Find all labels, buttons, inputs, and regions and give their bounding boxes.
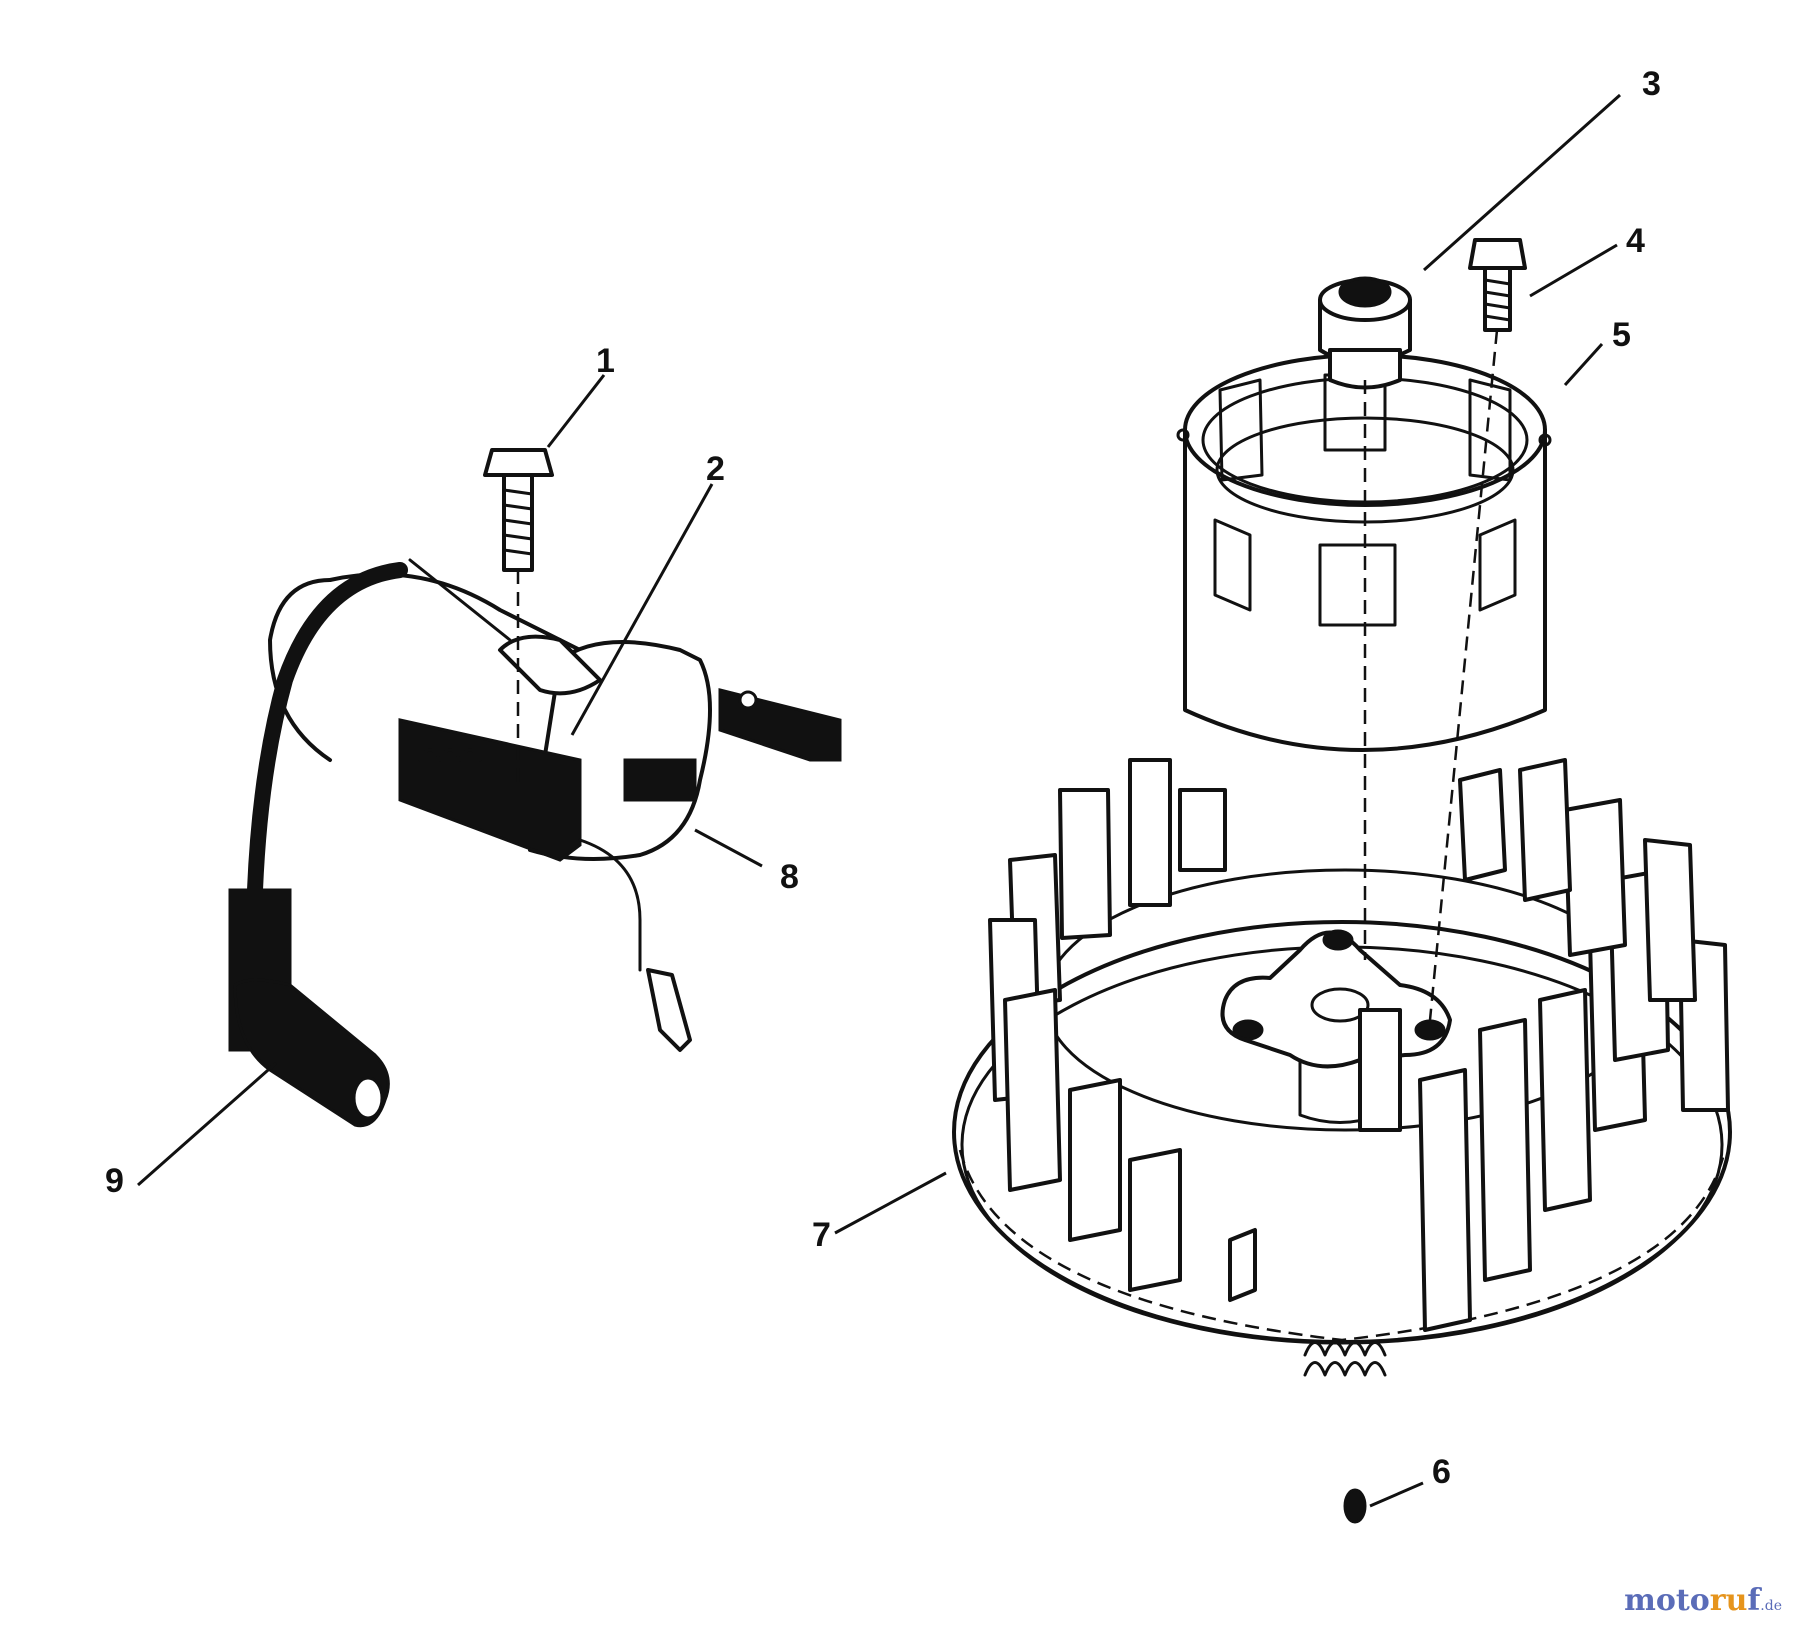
callout-5: 5: [1612, 316, 1631, 354]
flywheel-key: [1343, 1488, 1367, 1524]
flywheel: [952, 758, 1732, 1377]
flywheel-magnet-teeth: [1303, 1341, 1387, 1377]
watermark-part2: ru: [1709, 1583, 1748, 1618]
coil-screw: [483, 448, 554, 572]
spark-plug-lead: [228, 562, 408, 1128]
callout-9: 9: [105, 1162, 124, 1200]
callout-1: 1: [596, 342, 615, 380]
watermark-logo: motoruf.de: [1624, 1583, 1782, 1618]
watermark-suffix: .de: [1760, 1598, 1782, 1614]
callout-8: 8: [780, 858, 799, 896]
callout-6: 6: [1432, 1453, 1451, 1491]
ignition-coil: [268, 558, 842, 1052]
callout-leaders: [137, 93, 1621, 1508]
watermark-part3: f: [1747, 1583, 1761, 1618]
cup-screw: [1468, 238, 1527, 332]
callout-2: 2: [706, 450, 725, 488]
callout-4: 4: [1626, 222, 1645, 260]
callout-3: 3: [1642, 65, 1661, 103]
flywheel-nut: [1318, 276, 1412, 390]
watermark-part1: moto: [1624, 1583, 1710, 1618]
callout-7: 7: [812, 1216, 831, 1254]
